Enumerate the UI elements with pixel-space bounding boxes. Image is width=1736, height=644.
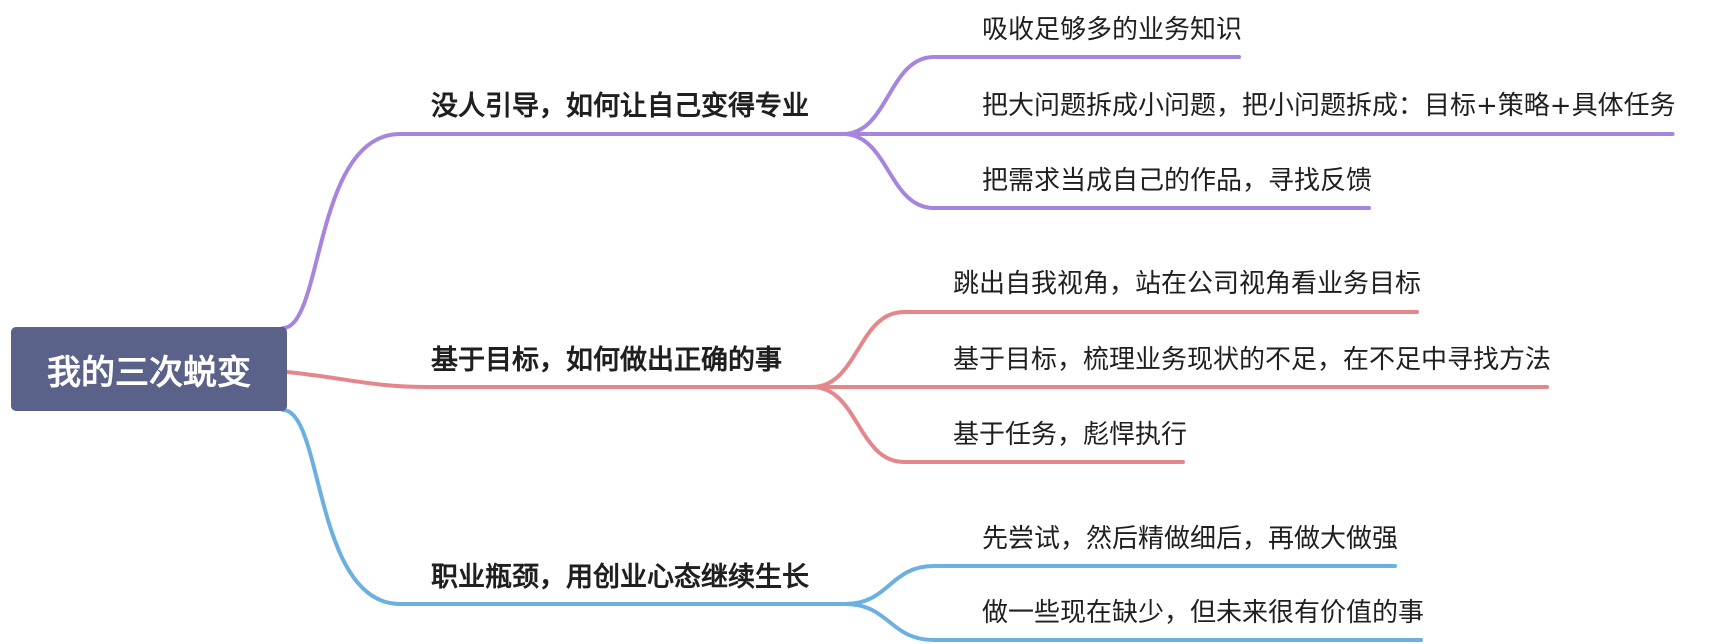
leaf-label[interactable]: 基于任务，彪悍执行 <box>953 420 1188 450</box>
leaf-connector <box>810 385 1186 464</box>
leaf-connector <box>843 564 1398 606</box>
root-label: 我的三次蜕变 <box>47 352 251 393</box>
leaf-label[interactable]: 先尝试，然后精做细后，再做大做强 <box>982 524 1399 554</box>
root-connector <box>285 370 432 389</box>
root-node[interactable]: 我的三次蜕变 <box>11 327 287 411</box>
leaf-label[interactable]: 吸收足够多的业务知识 <box>982 15 1243 45</box>
branch-label-goal[interactable]: 基于目标，如何做出正确的事 <box>431 345 782 376</box>
leaf-label[interactable]: 把需求当成自己的作品，寻找反馈 <box>982 166 1373 196</box>
leaf-label[interactable]: 做一些现在缺少，但未来很有价值的事 <box>982 598 1425 628</box>
leaf-label[interactable]: 把大问题拆成小问题，把小问题拆成：目标+策略+具体任务 <box>982 91 1676 121</box>
leaf-label[interactable]: 基于目标，梳理业务现状的不足，在不足中寻找方法 <box>953 345 1552 375</box>
leaf-connector <box>810 310 1420 389</box>
branch-label-bottleneck[interactable]: 职业瓶颈，用创业心态继续生长 <box>431 562 809 593</box>
leaf-label[interactable]: 跳出自我视角，站在公司视角看业务目标 <box>953 269 1422 299</box>
root-connector <box>281 408 402 606</box>
branch-label-professional[interactable]: 没人引导，如何让自己变得专业 <box>431 91 809 122</box>
leaf-connector <box>841 132 1372 210</box>
leaf-connector <box>843 602 1424 642</box>
root-connector <box>281 132 402 330</box>
leaf-connector <box>841 55 1242 136</box>
